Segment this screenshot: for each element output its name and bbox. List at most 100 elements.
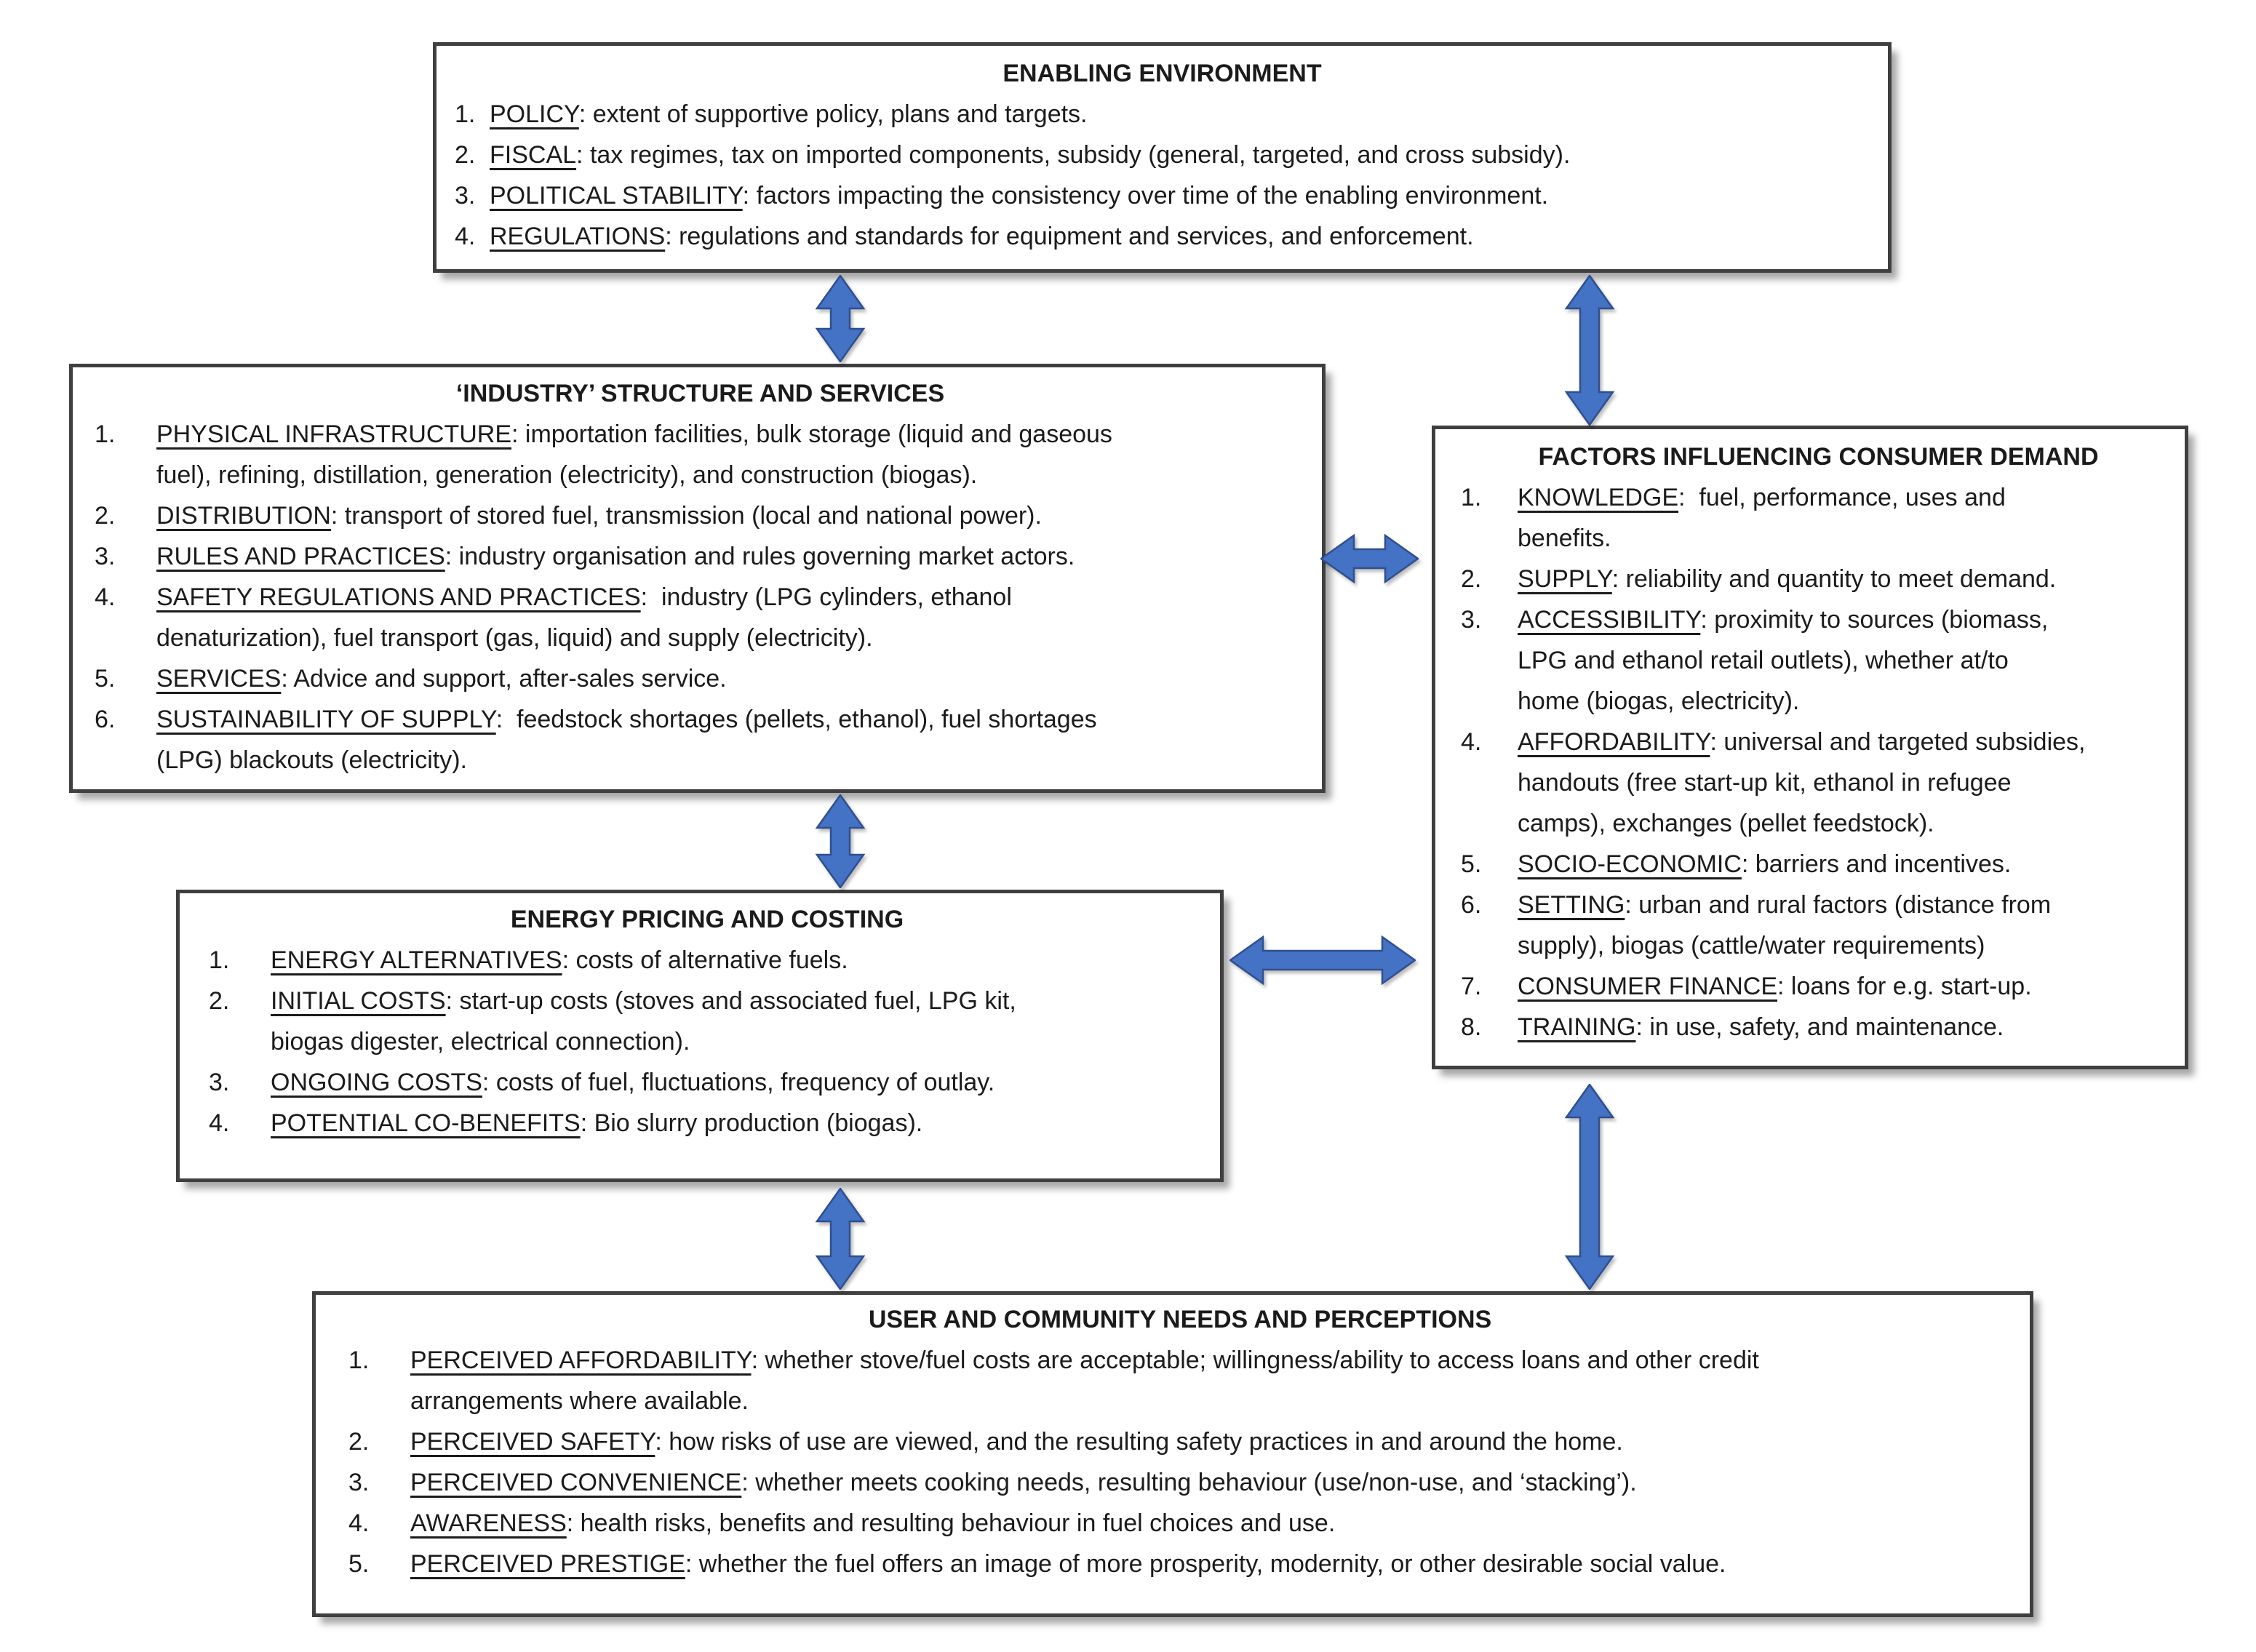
item-number: 6.	[95, 706, 116, 733]
item-description: : Bio slurry production (biogas).	[580, 1109, 923, 1137]
list-item: 3. ACCESSIBILITY: proximity to sources (b…	[1461, 599, 2176, 722]
item-keyword: ENERGY ALTERNATIVES	[271, 946, 562, 974]
item-text: RULES AND PRACTICES: industry organisati…	[156, 536, 1075, 577]
item-keyword: ACCESSIBILITY	[1518, 606, 1701, 634]
item-number: 2.	[209, 987, 230, 1015]
item-keyword: KNOWLEDGE	[1518, 484, 1679, 511]
item-number: 7.	[1461, 973, 1482, 1000]
item-keyword: RULES AND PRACTICES	[156, 543, 445, 570]
item-description: : costs of alternative fuels.	[562, 946, 848, 974]
list-item: 4. POTENTIAL CO-BENEFITS: Bio slurry prod…	[209, 1103, 1205, 1144]
item-number: 3.	[209, 1069, 230, 1096]
item-keyword: POTENTIAL CO-BENEFITS	[271, 1109, 581, 1137]
item-text: POLICY: extent of supportive policy, pla…	[490, 94, 1088, 135]
item-description: : whether the fuel offers an image of mo…	[685, 1550, 1726, 1578]
list-item: 3.RULES AND PRACTICES: industry organisa…	[95, 536, 1306, 577]
item-number: 1.	[348, 1346, 370, 1374]
item-text: REGULATIONS: regulations and standards f…	[490, 216, 1474, 257]
double-arrow-enabling-industry-icon	[815, 275, 866, 362]
item-text: PERCEIVED PRESTIGE: whether the fuel off…	[410, 1544, 1726, 1584]
list-item: 3. PERCEIVED CONVENIENCE: whether meets c…	[348, 1462, 2012, 1503]
item-number: 2.	[455, 141, 476, 169]
item-number: 3.	[348, 1469, 370, 1496]
list-item: 4.AFFORDABILITY: universal and targeted …	[1461, 722, 2176, 844]
box-title: FACTORS INFLUENCING CONSUMER DEMAND	[1538, 443, 2099, 471]
box-item-list: 1. PERCEIVED AFFORDABILITY: whether stove…	[348, 1340, 2012, 1584]
box-title: USER AND COMMUNITY NEEDS AND PERCEPTIONS	[868, 1306, 1492, 1333]
list-item: 6. SETTING: urban and rural factors (dist…	[1461, 885, 2176, 966]
item-keyword: REGULATIONS	[490, 223, 666, 250]
item-number: 4.	[95, 583, 116, 611]
item-description: : fuel, performance, uses and benefits.	[1518, 484, 2006, 552]
item-keyword: CONSUMER FINANCE	[1518, 973, 1778, 1000]
item-keyword: SUSTAINABILITY OF SUPPLY	[156, 706, 496, 733]
item-text: AWARENESS: health risks, benefits and re…	[410, 1503, 1335, 1544]
double-arrow-industry-factors-icon	[1320, 533, 1419, 584]
item-number: 4.	[209, 1109, 230, 1137]
item-number: 1.	[95, 420, 116, 448]
item-description: : in use, safety, and maintenance.	[1635, 1013, 2004, 1041]
item-description: : feedstock shortages (pellets, ethanol)…	[156, 706, 1097, 774]
item-number: 3.	[455, 182, 476, 210]
item-text: SUPPLY: reliability and quantity to meet…	[1518, 559, 2056, 599]
item-keyword: ONGOING COSTS	[271, 1069, 482, 1096]
box-user-and-community-needs-and-perceptions: USER AND COMMUNITY NEEDS AND PERCEPTIONS…	[312, 1291, 2033, 1617]
item-description: : industry (LPG cylinders, ethanol denat…	[156, 583, 1012, 652]
item-keyword: POLICY	[490, 100, 579, 128]
item-text: INITIAL COSTS: start-up costs (stoves an…	[271, 981, 1016, 1062]
item-text: PHYSICAL INFRASTRUCTURE: importation fac…	[156, 414, 1112, 495]
item-keyword: FISCAL	[490, 141, 577, 169]
item-description: : factors impacting the consistency over…	[742, 182, 1549, 210]
item-keyword: TRAINING	[1518, 1013, 1636, 1041]
item-keyword: PERCEIVED SAFETY	[410, 1428, 655, 1456]
item-number: 8.	[1461, 1013, 1482, 1041]
item-keyword: AFFORDABILITY	[1518, 728, 1710, 756]
item-description: : regulations and standards for equipmen…	[665, 223, 1474, 250]
box-item-list: 1.ENERGY ALTERNATIVES: costs of alternat…	[209, 940, 1205, 1144]
item-keyword: PERCEIVED PRESTIGE	[410, 1550, 685, 1578]
item-keyword: SOCIO-ECONOMIC	[1518, 850, 1742, 878]
item-text: SETTING: urban and rural factors (distan…	[1518, 885, 2051, 966]
list-item: 1.ENERGY ALTERNATIVES: costs of alternat…	[209, 940, 1205, 981]
item-text: PERCEIVED AFFORDABILITY: whether stove/f…	[410, 1340, 1759, 1421]
list-item: 6. SUSTAINABILITY OF SUPPLY: feedstock sh…	[95, 699, 1306, 781]
item-text: TRAINING: in use, safety, and maintenanc…	[1518, 1007, 2004, 1048]
item-number: 2.	[1461, 565, 1482, 593]
box-item-list: 1. PHYSICAL INFRASTRUCTURE: importation f…	[95, 414, 1306, 781]
box-item-list: 1.POLICY: extent of supportive policy, p…	[455, 94, 1870, 257]
list-item: 3.POLITICAL STABILITY: factors impacting…	[455, 175, 1870, 216]
item-text: ENERGY ALTERNATIVES: costs of alternativ…	[271, 940, 848, 981]
item-keyword: SERVICES	[156, 665, 282, 693]
list-item: 5. PERCEIVED PRESTIGE: whether the fuel o…	[348, 1544, 2012, 1584]
item-description: : barriers and incentives.	[1741, 850, 2012, 878]
item-number: 6.	[1461, 891, 1482, 919]
item-number: 5.	[348, 1550, 370, 1578]
item-text: SUSTAINABILITY OF SUPPLY: feedstock shor…	[156, 699, 1097, 781]
item-description: : transport of stored fuel, transmission…	[330, 502, 1042, 530]
item-text: DISTRIBUTION: transport of stored fuel, …	[156, 495, 1042, 536]
item-description: : health risks, benefits and resulting b…	[566, 1509, 1336, 1537]
item-text: POTENTIAL CO-BENEFITS: Bio slurry produc…	[271, 1103, 922, 1144]
item-number: 3.	[1461, 606, 1482, 634]
item-number: 1.	[1461, 484, 1482, 511]
list-item: 2. INITIAL COSTS: start-up costs (stoves …	[209, 981, 1205, 1062]
item-text: ONGOING COSTS: costs of fuel, fluctuatio…	[271, 1062, 995, 1103]
list-item: 1.POLICY: extent of supportive policy, p…	[455, 94, 1870, 135]
item-text: PERCEIVED CONVENIENCE: whether meets coo…	[410, 1462, 1637, 1503]
double-arrow-pricing-user-icon	[815, 1188, 866, 1290]
list-item: 1. PHYSICAL INFRASTRUCTURE: importation f…	[95, 414, 1306, 495]
box-energy-pricing-and-costing: ENERGY PRICING AND COSTING 1.ENERGY ALTE…	[176, 890, 1224, 1182]
double-arrow-industry-pricing-icon	[815, 794, 866, 888]
item-text: SOCIO-ECONOMIC: barriers and incentives.	[1518, 844, 2011, 885]
item-description: : universal and targeted subsidies, hand…	[1518, 728, 2086, 837]
item-text: ACCESSIBILITY: proximity to sources (bio…	[1518, 599, 2048, 722]
item-keyword: INITIAL COSTS	[271, 987, 446, 1015]
item-keyword: PHYSICAL INFRASTRUCTURE	[156, 420, 512, 448]
item-keyword: SAFETY REGULATIONS AND PRACTICES	[156, 583, 641, 611]
item-description: : proximity to sources (biomass, LPG and…	[1518, 606, 2049, 715]
list-item: 2.FISCAL: tax regimes, tax on imported c…	[455, 135, 1870, 175]
item-number: 4.	[348, 1509, 370, 1537]
list-item: 4.REGULATIONS: regulations and standards…	[455, 216, 1870, 257]
box-title: ENERGY PRICING AND COSTING	[510, 906, 904, 933]
